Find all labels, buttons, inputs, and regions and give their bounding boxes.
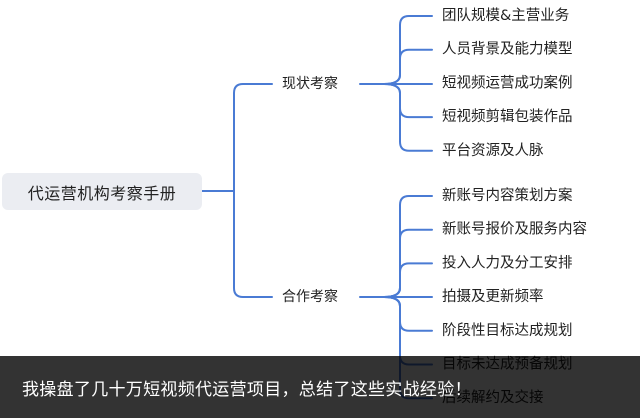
leaf-node: 短视频剪辑包装作品 <box>442 107 573 125</box>
root-node: 代运营机构考察手册 <box>2 173 202 210</box>
branch-node-1: 现状考察 <box>282 75 338 92</box>
leaf-node: 投入人力及分工安排 <box>442 254 573 271</box>
leaf-connector <box>383 195 433 298</box>
leaf-connector <box>383 296 433 332</box>
leaf-node: 新账号报价及服务内容 <box>442 221 587 238</box>
leaf-node: 拍摄及更新频率 <box>442 288 544 305</box>
root-node-label: 代运营机构考察手册 <box>27 183 177 203</box>
subtitle-caption-text: 我操盘了几十万短视频代运营项目，总结了这些实战经验！ <box>22 379 472 400</box>
leaf-node: 人员背景及能力模型 <box>442 41 573 58</box>
mindmap-labels: 现状考察 团队规模&主营业务人员背景及能力模型短视频运营成功案例短视频剪辑包装作品… <box>282 7 587 406</box>
subtitle-caption: 我操盘了几十万短视频代运营项目，总结了这些实战经验！ <box>0 356 640 418</box>
leaf-node: 团队规模&主营业务 <box>442 7 569 24</box>
leaf-connector <box>383 83 433 119</box>
leaf-connector <box>383 48 433 85</box>
leaf-node: 阶段性目标达成规划 <box>442 322 573 339</box>
branch-node-2: 合作考察 <box>282 288 338 305</box>
mindmap-connectors <box>201 15 433 400</box>
leaf-node: 短视频运营成功案例 <box>442 73 573 91</box>
leaf-connector <box>383 262 433 298</box>
leaf-connector <box>383 83 433 152</box>
leaf-node: 平台资源及人脉 <box>442 142 544 159</box>
branch-connector-2 <box>233 190 273 298</box>
branch-connector-1 <box>233 83 273 192</box>
leaf-node: 新账号内容策划方案 <box>442 186 573 204</box>
